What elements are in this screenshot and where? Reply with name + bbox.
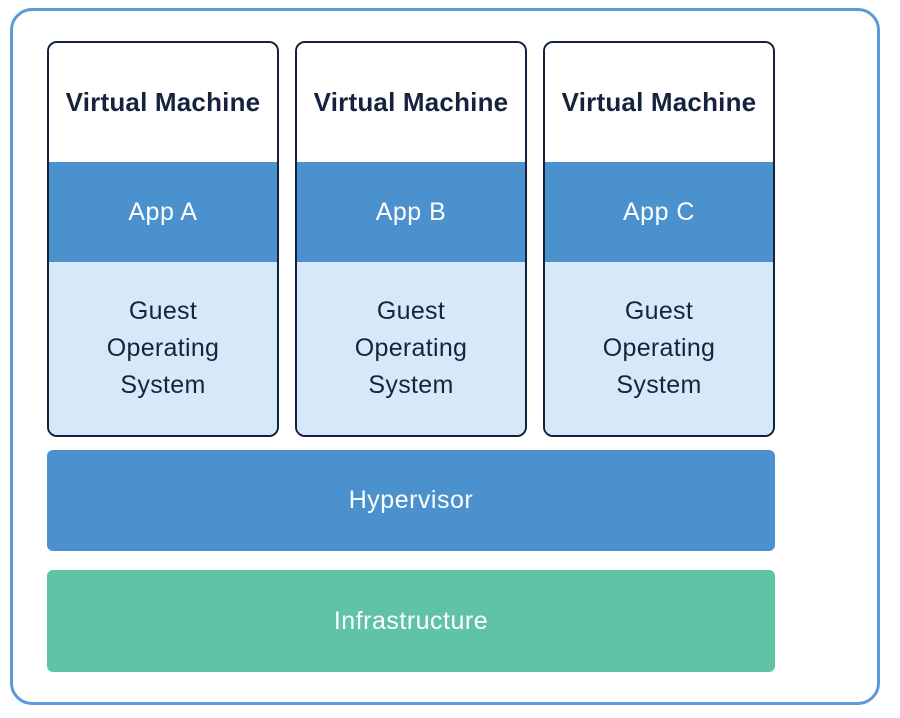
app-layer: App C	[545, 162, 773, 262]
vm-title-label: Virtual Machine	[561, 87, 757, 117]
hypervisor-label: Hypervisor	[348, 486, 474, 514]
infrastructure-layer: Infrastructure	[47, 570, 775, 672]
guest-os-layer: Guest Operating System	[297, 262, 525, 435]
guest-os-label: Guest Operating System	[106, 297, 220, 399]
guest-os-layer: Guest Operating System	[545, 262, 773, 435]
app-label: App B	[375, 197, 447, 226]
vm-title: Virtual Machine	[49, 43, 277, 162]
vm-row: Virtual Machine App A Guest Operating Sy…	[47, 41, 775, 437]
vm-architecture-container: Virtual Machine App A Guest Operating Sy…	[10, 8, 880, 705]
vm-title: Virtual Machine	[297, 43, 525, 162]
hypervisor-layer: Hypervisor	[47, 450, 775, 551]
vm-card: Virtual Machine App C Guest Operating Sy…	[543, 41, 775, 437]
vm-title: Virtual Machine	[545, 43, 773, 162]
guest-os-label: Guest Operating System	[354, 297, 468, 399]
app-layer: App B	[297, 162, 525, 262]
vm-title-label: Virtual Machine	[313, 87, 509, 117]
app-label: App C	[623, 197, 695, 226]
guest-os-layer: Guest Operating System	[49, 262, 277, 435]
vm-card: Virtual Machine App B Guest Operating Sy…	[295, 41, 527, 437]
guest-os-label: Guest Operating System	[602, 297, 716, 399]
vm-card: Virtual Machine App A Guest Operating Sy…	[47, 41, 279, 437]
vm-title-label: Virtual Machine	[65, 87, 261, 117]
infrastructure-label: Infrastructure	[333, 606, 489, 635]
app-layer: App A	[49, 162, 277, 262]
app-label: App A	[128, 197, 198, 226]
